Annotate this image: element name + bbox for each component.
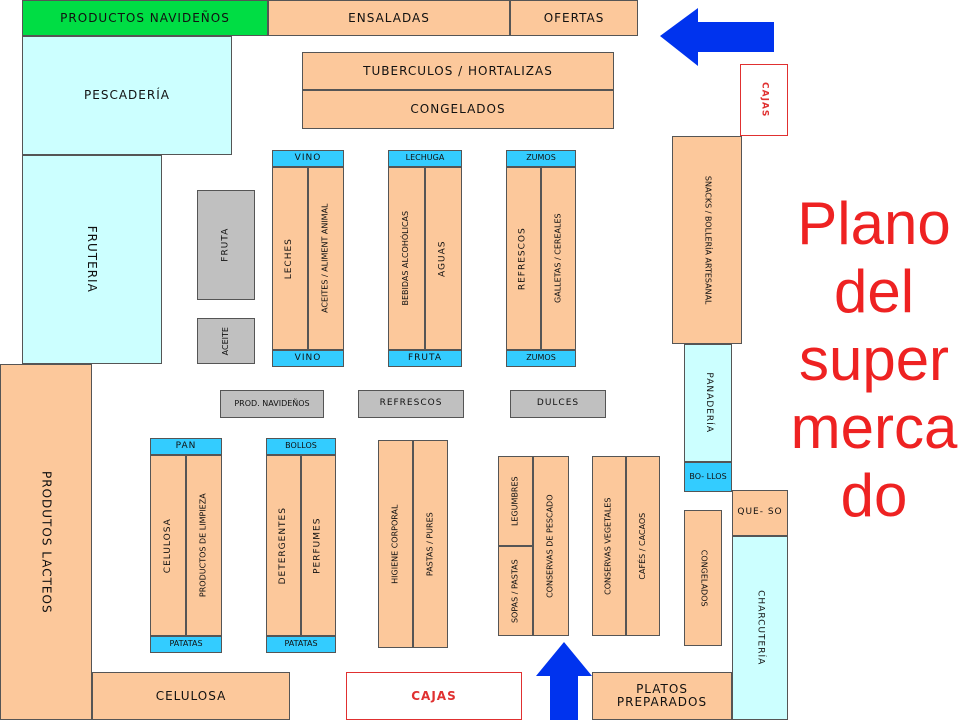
- section-tuberculos: TUBERCULOS / HORTALIZAS: [302, 52, 614, 90]
- aisle-1-left: LECHES: [272, 167, 308, 350]
- aisle-7-left-bottom: SOPAS / PASTAS: [498, 546, 533, 636]
- aisle-2-left: BEBIDAS ALCOHÓLICAS: [388, 167, 425, 350]
- section-bollos-right: BO- LLOS: [684, 462, 732, 492]
- section-celulosa-bottom: CELULOSA: [92, 672, 290, 720]
- section-snacks: SNACKS / BOLLERÍA ARTESANAL: [672, 136, 742, 344]
- aisle-2-footer: FRUTA: [388, 350, 462, 367]
- aisle-1-right: ACEITES / ALIMENT ANIMAL: [308, 167, 344, 350]
- section-panaderia: PANADERÍA: [684, 344, 732, 462]
- island-fruta: FRUTA: [197, 190, 255, 300]
- aisle-4-footer: PATATAS: [150, 636, 222, 653]
- aisle-5-footer: PATATAS: [266, 636, 336, 653]
- section-queso: QUE- SO: [732, 490, 788, 536]
- island-dulces: DULCES: [510, 390, 606, 418]
- aisle-8-right: CAFÉS / CACAOS: [626, 456, 660, 636]
- aisle-4-left: CELULOSA: [150, 455, 186, 636]
- map-title: Plano del super merca do: [788, 190, 960, 530]
- title-line: super: [798, 326, 950, 393]
- title-line: merca: [790, 394, 958, 461]
- aisle-2-header: LECHUGA: [388, 150, 462, 167]
- aisle-4-header: PAN: [150, 438, 222, 455]
- aisle-3-footer: ZUMOS: [506, 350, 576, 367]
- aisle-8-left: CONSERVAS VEGETALES: [592, 456, 626, 636]
- aisle-5-left: DETERGENTES: [266, 455, 301, 636]
- section-pescaderia: PESCADERÍA: [22, 36, 232, 155]
- island-prod-navidenos: PROD. NAVIDEÑOS: [220, 390, 324, 418]
- aisle-1-footer: VINO: [272, 350, 344, 367]
- section-congelados-right: CONGELADOS: [684, 510, 722, 646]
- aisle-7-right: CONSERVAS DE PESCADO: [533, 456, 569, 636]
- island-aceite: ACEITE: [197, 318, 255, 364]
- title-line: del: [833, 258, 915, 325]
- aisle-6-left: HIGIENE CORPORAL: [378, 440, 413, 648]
- section-fruteria: FRUTERIA: [22, 155, 162, 364]
- aisle-3-left: REFRESCOS: [506, 167, 541, 350]
- aisle-6-right: PASTAS / PURES: [413, 440, 448, 648]
- section-cajas-bottom: CAJAS: [346, 672, 522, 720]
- aisle-5-header: BOLLOS: [266, 438, 336, 455]
- section-ensaladas: ENSALADAS: [268, 0, 510, 36]
- title-line: Plano: [797, 190, 951, 257]
- section-congelados-top: CONGELADOS: [302, 90, 614, 129]
- entrance-arrow-icon: [660, 8, 774, 66]
- section-platos-preparados: PLATOS PREPARADOS: [592, 672, 732, 720]
- section-productos-navidenos: PRODUCTOS NAVIDEÑOS: [22, 0, 268, 36]
- island-refrescos: REFRESCOS: [358, 390, 464, 418]
- aisle-5-right: PERFUMES: [301, 455, 336, 636]
- section-charcuteria: CHARCUTERÍA: [732, 536, 788, 720]
- aisle-7-left-top: LEGUMBRES: [498, 456, 533, 546]
- aisle-3-right: GALLETAS / CEREALES: [541, 167, 576, 350]
- aisle-3-header: ZUMOS: [506, 150, 576, 167]
- aisle-4-right: PRODUCTOS DE LIMPIEZA: [186, 455, 222, 636]
- aisle-1-header: VINO: [272, 150, 344, 167]
- section-cajas-right: CAJAS: [740, 64, 788, 136]
- section-ofertas: OFERTAS: [510, 0, 638, 36]
- section-productos-lacteos: PRODUTOS LACTEOS: [0, 364, 92, 720]
- title-line: do: [840, 462, 908, 529]
- aisle-2-right: AGUAS: [425, 167, 462, 350]
- exit-arrow-icon: [536, 642, 592, 720]
